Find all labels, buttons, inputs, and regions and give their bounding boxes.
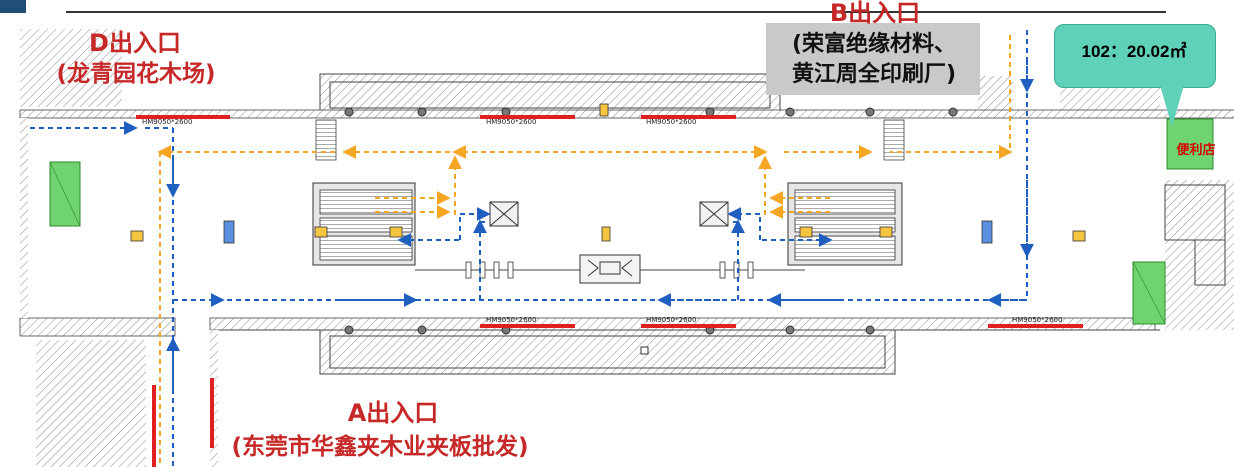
elevator-right [699,201,729,227]
door-tag-bottom-1: HM9050*2600 [486,316,537,324]
columns [344,107,958,355]
wall-left [20,118,28,318]
door-tag-bottom-2: HM9050*2600 [646,316,697,324]
wall-bottom-left [19,317,176,337]
wall-top-far-right [1060,84,1160,114]
door-bottom-2 [641,324,736,328]
central-kiosk [579,254,641,284]
exit-b-name: B出入口 [829,0,921,27]
wall-right [1165,180,1234,330]
exit-d-place: (龙青园花木场) [56,61,216,87]
convenience-store-label: 便利店 [1176,143,1216,158]
room-bottom [329,335,886,369]
door-bottom-3 [988,324,1083,328]
room-top [329,81,771,109]
stair-right [883,119,905,161]
flow-orange [157,35,1013,467]
exit-d-name: D出入口 [89,29,181,57]
wall-top-left [20,29,122,107]
door-bottom-1 [480,324,575,328]
escalator-right [787,182,903,266]
exit-a-name: A出入口 [347,399,439,427]
room-right-2 [1194,239,1226,286]
walls [19,29,1234,467]
exit-b-place-line1: (荣富绝缘材料、 [791,32,957,57]
flow-blue [30,30,1034,467]
exit-b-label-box [766,23,980,95]
wall-bottom-center [319,329,896,375]
wall-top-band [19,109,1234,119]
wall-corridor-left [36,340,146,467]
wall-top-center [319,73,781,113]
door-top-2 [480,115,575,119]
door-corridor-right [210,378,214,448]
door-tag-top-1: HM9050*2600 [142,118,193,126]
area-callout-pointer [1160,85,1184,127]
fare-gates [465,261,754,279]
shop-convenience [1166,118,1214,170]
doors [136,115,1083,467]
ticket-machines [130,103,1086,244]
door-tag-bottom-3: HM9050*2600 [1012,316,1063,324]
door-tag-top-3: HM9050*2600 [646,118,697,126]
door-top-3 [641,115,736,119]
area-callout-text: 102：20.02㎡ [1081,42,1187,61]
area-callout [1054,24,1216,88]
escalator-left [312,182,416,266]
exit-b-place-line2: 黄江周全印刷厂) [791,62,957,87]
stair-left [315,119,337,161]
elevator-left [489,201,519,227]
door-corridor-left [152,385,156,467]
header-block [0,0,26,13]
door-top-1 [136,115,230,119]
door-tag-top-2: HM9050*2600 [486,118,537,126]
exit-a-place: (东莞市华鑫夹木业夹板批发) [231,434,529,460]
header-rule [66,11,1166,13]
wall-top-right [978,76,1013,112]
